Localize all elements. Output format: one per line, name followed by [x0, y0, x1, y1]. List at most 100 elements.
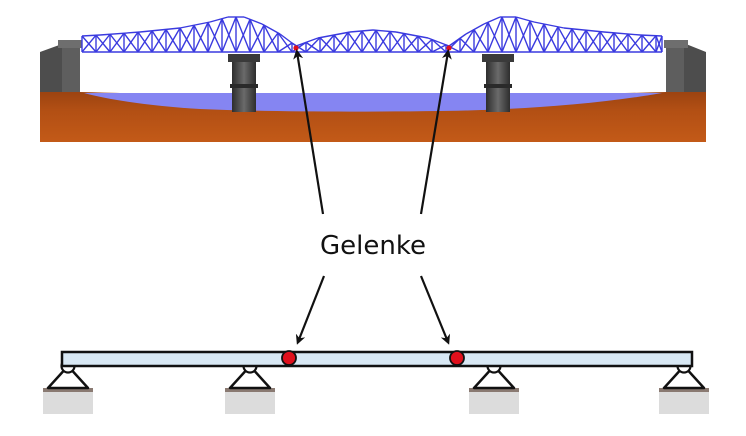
truss-diagonal [249, 24, 265, 53]
bridge-hinge-right [446, 45, 452, 51]
supports [43, 358, 709, 414]
arrows [293, 49, 452, 345]
truss-diagonal [207, 22, 223, 53]
continuous-beam [60, 350, 694, 368]
truss-diagonal [137, 30, 153, 53]
support-triangle [228, 364, 272, 390]
gelenke-label: Gelenke [320, 231, 426, 261]
truss-diagonal [263, 24, 279, 53]
support-3 [469, 358, 519, 414]
truss [81, 16, 663, 53]
truss-diagonal [487, 21, 503, 53]
truss-diagonal [431, 44, 447, 53]
truss-diagonal [641, 35, 657, 53]
support-ground-line [43, 388, 93, 392]
truss-diagonal [557, 28, 573, 53]
truss-top-chord [563, 27, 605, 33]
truss-diagonal [613, 33, 629, 53]
truss-top-chord [81, 34, 101, 37]
truss-diagonal [403, 33, 419, 53]
truss-diagonal [95, 33, 111, 53]
truss-diagonal [207, 18, 223, 53]
truss-diagonal [81, 34, 97, 53]
support-base [659, 390, 709, 414]
support-1 [43, 358, 93, 414]
truss-top-chord [603, 31, 641, 36]
arrow-to-bridge-hinge-left [293, 49, 325, 215]
truss-diagonal [459, 37, 475, 53]
truss-diagonal [515, 20, 531, 53]
truss-diagonal [333, 31, 349, 53]
truss-diagonal [319, 34, 335, 53]
truss-diagonal [347, 30, 363, 53]
truss-diagonal [151, 29, 167, 53]
truss-top-chord [99, 31, 141, 36]
support-triangle [46, 364, 90, 390]
truss-top-chord [533, 21, 565, 29]
truss-diagonal [193, 22, 209, 53]
truss-diagonal [403, 35, 419, 53]
truss-diagonal [459, 29, 475, 53]
right-abutment [664, 40, 706, 92]
beam-model [43, 350, 709, 414]
bridge-illustration [40, 16, 706, 142]
truss-diagonal [221, 16, 237, 53]
truss-diagonal [109, 32, 125, 53]
truss-diagonal [585, 31, 601, 53]
truss-diagonal [473, 21, 489, 53]
truss-diagonal [235, 19, 251, 53]
river-water [84, 93, 662, 112]
arrow-to-bridge-hinge-right [419, 49, 452, 215]
truss-top-chord [465, 23, 485, 35]
truss-top-chord [515, 16, 535, 23]
truss-diagonal [277, 32, 293, 53]
truss-diagonal [333, 34, 349, 53]
support-triangle [472, 364, 516, 390]
truss-diagonal [305, 41, 321, 53]
truss-diagonal [305, 37, 321, 53]
beam-hinge-left [281, 350, 297, 366]
truss-diagonal [571, 29, 587, 53]
beam-hinge-right [449, 350, 465, 366]
truss-top-chord [483, 16, 501, 25]
truss-diagonal [389, 33, 405, 53]
truss-top-chord [179, 21, 211, 29]
truss-diagonal [319, 37, 335, 53]
support-base [469, 390, 519, 414]
truss-diagonal [473, 29, 489, 53]
bridge-hinge-left [293, 45, 299, 51]
support-4 [659, 358, 709, 414]
truss-diagonal [375, 31, 391, 53]
truss-diagonal [277, 42, 293, 53]
truss-diagonal [627, 34, 643, 53]
truss-top-chord [639, 34, 663, 37]
truss-top-chord [395, 31, 429, 39]
pier-right [482, 54, 514, 112]
truss-diagonal [417, 39, 433, 53]
truss-top-chord [243, 16, 263, 25]
arrow-to-beam-hinge-right [419, 275, 450, 345]
truss-diagonal [361, 29, 377, 53]
support-base [225, 390, 275, 414]
pier-left [228, 54, 260, 112]
support-base [43, 390, 93, 414]
truss-top-chord [295, 37, 319, 47]
truss-diagonal [249, 19, 265, 53]
truss-diagonal [123, 31, 139, 53]
truss-diagonal [543, 26, 559, 53]
truss-diagonal [179, 24, 195, 53]
truss-diagonal [263, 32, 279, 53]
truss-top-chord [139, 27, 181, 33]
truss-diagonal [599, 32, 615, 53]
support-triangle [662, 364, 706, 390]
support-ground-line [469, 388, 519, 392]
truss-diagonal [515, 16, 531, 53]
support-ground-line [659, 388, 709, 392]
arrow-to-beam-hinge-left [295, 275, 326, 345]
truss-top-chord [209, 16, 229, 23]
truss-diagonal [487, 16, 503, 53]
support-2 [225, 358, 275, 414]
left-abutment [40, 40, 82, 92]
truss-diagonal [165, 27, 181, 53]
